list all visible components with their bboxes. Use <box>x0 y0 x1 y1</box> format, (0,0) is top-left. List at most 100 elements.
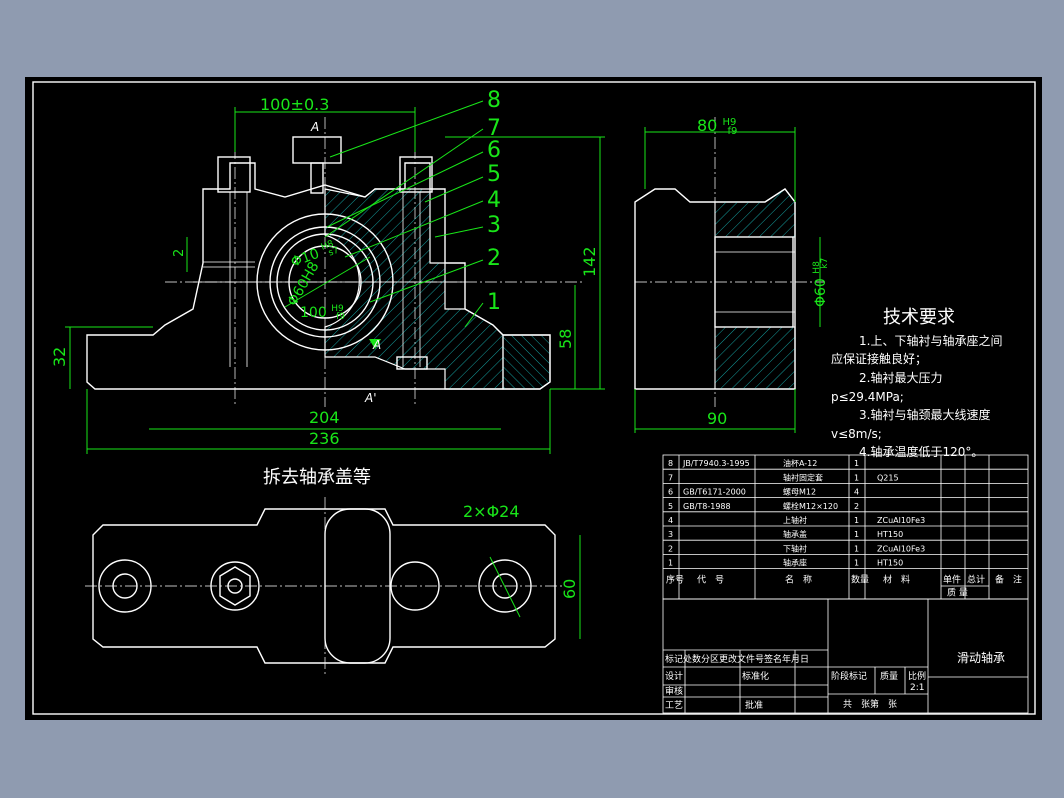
bom-row-qty: 1 <box>854 459 859 468</box>
bom-row-no: 8 <box>668 459 673 468</box>
dim-bore-1-tol2: s7 <box>327 246 340 259</box>
tech-line-6: v≤8m/s; <box>831 427 882 441</box>
balloon-4: 4 <box>487 188 501 213</box>
bom-row-name: 轴承盖 <box>783 529 807 539</box>
bom-row-material: Q215 <box>877 473 899 482</box>
bom-row-material: ZCuAl10Fe3 <box>877 516 925 525</box>
tb-review: 审核 <box>665 685 683 697</box>
dim-base-height: 32 <box>50 347 69 367</box>
bom-row-name: 轴承座 <box>783 558 807 568</box>
balloon-leaders: 8 7 6 5 4 3 2 1 <box>324 88 501 328</box>
bom-row-material: HT150 <box>877 559 903 568</box>
cad-drawing: 100±0.3 204 236 142 58 32 2 Φ10 H8 s7 Φ6… <box>32 81 1036 715</box>
balloon-6: 6 <box>487 138 501 163</box>
section-marker-a: A <box>310 120 319 134</box>
bom-row-material: ZCuAl10Fe3 <box>877 544 925 553</box>
tech-line-2: 应保证接触良好； <box>831 351 927 366</box>
bom-row-code: JB/T7940.3-1995 <box>682 459 750 468</box>
bom-row-no: 6 <box>668 488 673 497</box>
bom-row-qty: 1 <box>854 516 859 525</box>
balloon-5: 5 <box>487 162 501 187</box>
tb-scale-value: 2:1 <box>910 683 924 693</box>
tb-approve: 批准 <box>745 699 763 711</box>
section-marker-a2: A' <box>364 391 377 405</box>
tb-scale: 比例 <box>908 670 926 682</box>
bom-row-code: GB/T8-1988 <box>683 502 731 511</box>
top-view: 60 2×Φ24 <box>85 497 581 677</box>
svg-text:Φ60 H8 k7: Φ60 H8 k7 <box>807 257 830 307</box>
bom-row-qty: 1 <box>854 559 859 568</box>
bom-header-2: 名 称 <box>785 574 812 586</box>
tb-design: 设计 <box>665 670 683 682</box>
side-view: 80 H9 f9 90 Φ60 H8 k7 <box>634 110 830 433</box>
bom-header-0: 序号 <box>666 574 684 586</box>
bom-row-qty: 1 <box>854 473 859 482</box>
bom-row-name: 轴衬固定套 <box>783 472 823 482</box>
top-dim-height: 60 <box>560 579 579 599</box>
svg-text:80 H9 f9: 80 H9 f9 <box>697 110 741 137</box>
bom-row-no: 4 <box>668 516 673 525</box>
bom-row-no: 2 <box>668 544 673 553</box>
section-marker-a3: A <box>372 338 381 352</box>
bom-row-material: HT150 <box>877 530 903 539</box>
balloon-7: 7 <box>487 116 501 141</box>
section-title: 拆去轴承盖等 <box>263 467 371 488</box>
tech-line-5: 3.轴衬与轴颈最大线速度 <box>859 407 990 422</box>
bom-header-1: 代 号 <box>697 575 724 586</box>
bom-row-qty: 1 <box>854 530 859 539</box>
bom-header-4: 材 料 <box>883 574 910 586</box>
bom-row-name: 螺栓M12×120 <box>783 501 838 511</box>
drawing-sheet: 100±0.3 204 236 142 58 32 2 Φ10 H8 s7 Φ6… <box>25 77 1042 720</box>
side-dim-bore-tol: H8 <box>812 261 822 274</box>
front-view <box>86 117 585 407</box>
side-dim-bore: Φ60 <box>813 278 829 307</box>
tb-standardization: 标准化 <box>742 670 769 682</box>
tb-revision-header: 标记处数分区更改文件号签名年月日 <box>665 653 809 665</box>
svg-text:100 H9 f9: 100 H9 f9 <box>300 299 348 322</box>
tb-sheets: 共 张第 张 <box>843 698 897 710</box>
dim-total-width: 236 <box>309 429 340 448</box>
balloon-8: 8 <box>487 88 501 113</box>
dim-width-top: 100±0.3 <box>260 95 329 114</box>
bom-row-no: 7 <box>668 473 673 482</box>
side-dim-width: 80 <box>697 116 717 135</box>
dim-bore-2: Φ60H8 <box>285 259 323 309</box>
bom-header-3: 数量 <box>851 574 869 586</box>
bom-header-6: 总计 <box>967 574 985 586</box>
bom-row-qty: 2 <box>854 502 859 511</box>
tb-stage-mark: 阶段标记 <box>831 670 867 682</box>
sheet-border <box>32 81 1036 715</box>
dim-center-height: 58 <box>556 329 575 349</box>
side-dim-width-tol2: f9 <box>727 126 737 137</box>
bom-row-no: 1 <box>668 559 673 568</box>
bom-row-code: GB/T6171-2000 <box>683 488 746 497</box>
balloon-1: 1 <box>487 290 501 315</box>
drawing-title: 滑动轴承 <box>957 650 1005 665</box>
dim-bore-3-tol2: f9 <box>336 312 345 322</box>
bom-row-name: 下轴衬 <box>783 543 807 553</box>
svg-text:Φ10 H8 s7: Φ10 H8 s7 <box>287 233 342 272</box>
dim-height-total: 142 <box>580 246 599 277</box>
bom-header-7: 备 注 <box>995 574 1022 586</box>
tech-line-1: 1.上、下轴衬与轴承座之间 <box>859 333 1002 348</box>
dim-bore-3: 100 <box>300 305 327 321</box>
tech-requirements: 技术要求 1.上、下轴衬与轴承座之间 应保证接触良好； 2.轴衬最大压力 p≤2… <box>831 307 1002 459</box>
tech-line-3: 2.轴衬最大压力 <box>859 370 942 385</box>
bom-row-no: 3 <box>668 530 673 539</box>
bom-row-no: 5 <box>668 502 673 511</box>
bom-row-name: 螺母M12 <box>783 487 816 497</box>
bom-row-qty: 4 <box>854 488 859 497</box>
dim-gap: 2 <box>172 249 187 257</box>
bom-row-name: 上轴衬 <box>783 515 807 525</box>
bom-row-qty: 1 <box>854 544 859 553</box>
dim-bolt-span: 204 <box>309 408 340 427</box>
tb-mass: 质量 <box>880 670 898 682</box>
dim-bore-1-tol: H8 <box>320 239 335 253</box>
bom-header-5: 单件 <box>943 574 961 586</box>
side-dim-width-tol: H9 <box>722 117 736 128</box>
bom-row-name: 油杯A-12 <box>783 458 817 468</box>
bom-mass-header: 质 量 <box>947 587 968 599</box>
side-dim-base: 90 <box>707 409 727 428</box>
balloon-2: 2 <box>487 246 501 271</box>
